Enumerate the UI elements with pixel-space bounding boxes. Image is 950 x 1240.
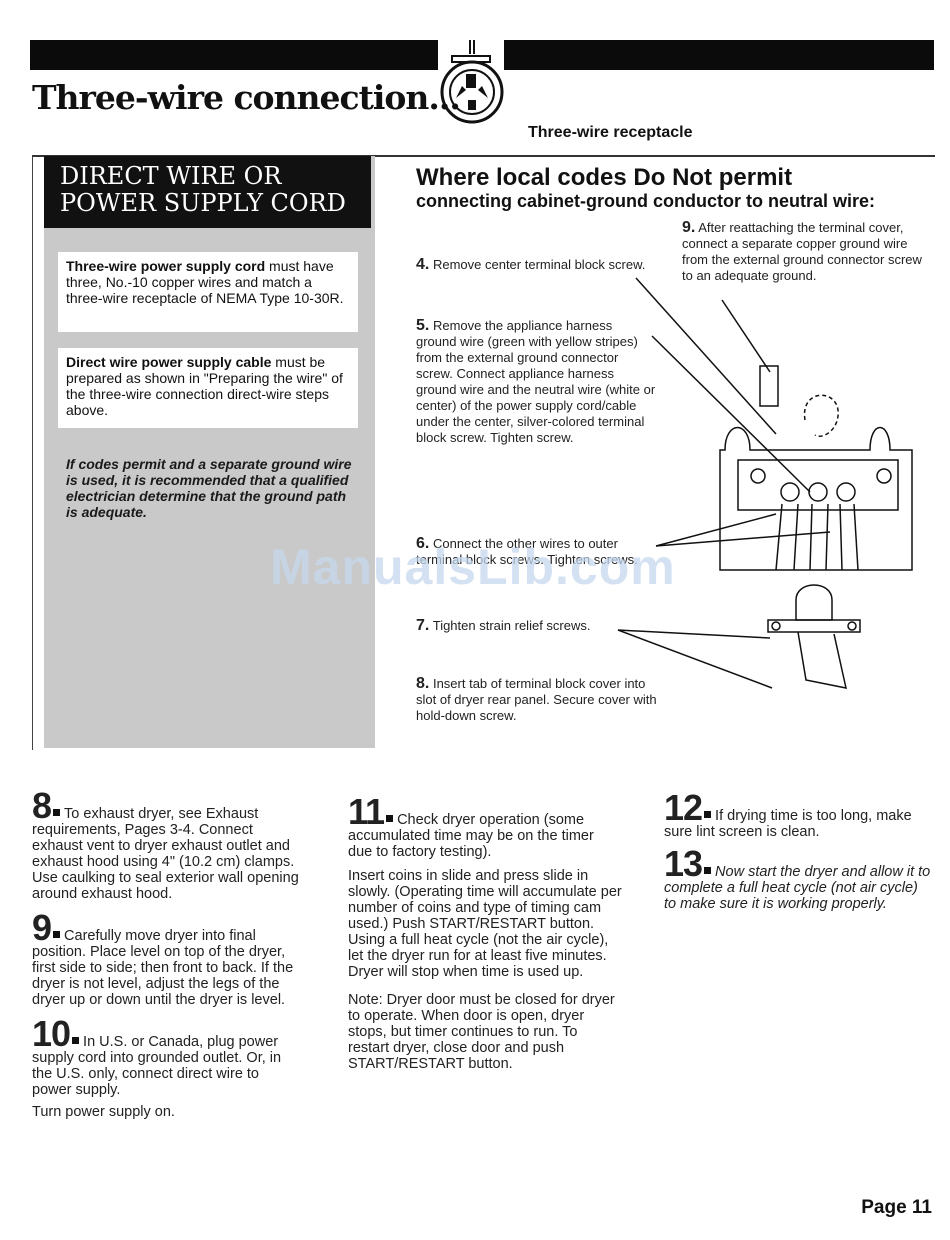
step-number: 7. xyxy=(416,617,430,634)
step-text: Tighten strain relief screws. xyxy=(432,618,591,633)
step-9-number: 9 xyxy=(32,907,52,948)
main-frame xyxy=(32,155,935,750)
step-number: 4. xyxy=(416,256,430,273)
cord-note-text: must have three, No.-10 copper wires and… xyxy=(66,258,344,306)
step-9-text: Carefully move dryer into final position… xyxy=(32,928,294,1008)
step-8-text: To exhaust dryer, see Exhaust requiremen… xyxy=(32,806,299,902)
right-panel-subheading: connecting cabinet-ground conductor to n… xyxy=(416,191,876,211)
watermark: ManualsLib.com xyxy=(270,539,676,595)
step-11-text: Check dryer operation (some accumulated … xyxy=(348,812,594,860)
step-number: 5. xyxy=(416,317,430,334)
step-11-number: 11 xyxy=(348,791,385,832)
step-13-number: 13 xyxy=(664,843,703,884)
step-10-number: 10 xyxy=(32,1013,71,1054)
cable-note-bold: Direct wire power supply cable xyxy=(66,354,272,370)
cable-note: Direct wire power supply cable must be p… xyxy=(58,348,358,428)
step-8-number: 8 xyxy=(32,785,52,826)
square-bullet-icon xyxy=(72,1037,80,1044)
receptacle-caption: Three-wire receptacle xyxy=(528,124,693,141)
square-bullet-icon xyxy=(53,931,61,938)
step-5: 5. Remove the appliance harness ground w… xyxy=(416,318,656,446)
step-number: 9. xyxy=(682,219,696,236)
square-bullet-icon xyxy=(53,809,61,816)
step-13-text: Now start the dryer and allow it to comp… xyxy=(664,864,931,912)
cable-note-text: must be prepared as shown in "Preparing … xyxy=(66,354,343,418)
step-text: Connect the other wires to outer termina… xyxy=(416,536,638,567)
heading-line1: DIRECT WIRE OR xyxy=(60,162,282,190)
step-4: 4. Remove center terminal block screw. xyxy=(416,257,656,273)
step-11-paragraph-2: Insert coins in slide and press slide in… xyxy=(348,868,622,980)
square-bullet-icon xyxy=(704,811,712,818)
step-8: 8. Insert tab of terminal block cover in… xyxy=(416,676,666,724)
left-panel xyxy=(44,156,375,748)
step-10-extra: Turn power supply on. xyxy=(32,1104,175,1120)
ground-warning: If codes permit and a separate ground wi… xyxy=(66,456,352,520)
page-number: Page 11 xyxy=(861,1197,932,1218)
right-panel-heading: Where local codes Do Not permit xyxy=(416,164,793,191)
square-bullet-icon xyxy=(704,867,712,874)
step-7: 7. Tighten strain relief screws. xyxy=(416,618,636,634)
left-panel-heading: DIRECT WIRE OR POWER SUPPLY CORD xyxy=(44,156,371,228)
step-text: Insert tab of terminal block cover into … xyxy=(416,676,657,723)
step-10-text: In U.S. or Canada, plug power supply cor… xyxy=(32,1034,282,1098)
step-text: Remove the appliance harness ground wire… xyxy=(416,318,656,445)
step-number: 8. xyxy=(416,675,430,692)
square-bullet-icon xyxy=(386,815,394,822)
header-bar-right xyxy=(504,40,934,70)
step-text: After reattaching the terminal cover, co… xyxy=(682,220,922,283)
step-text: Remove center terminal block screw. xyxy=(432,257,646,272)
step-12-text: If drying time is too long, make sure li… xyxy=(664,808,912,840)
header-bar-left xyxy=(30,40,438,70)
receptacle-icon xyxy=(440,40,504,124)
cord-note: Three-wire power supply cord must have t… xyxy=(58,252,358,332)
step-9-ground: 9. After reattaching the terminal cover,… xyxy=(682,220,926,284)
page-title: Three-wire connection... xyxy=(32,78,461,117)
terminal-block-diagram xyxy=(617,277,913,689)
step-12-number: 12 xyxy=(664,787,703,828)
step-6: 6. Connect the other wires to outer term… xyxy=(416,536,656,568)
step-11-note: Note: Dryer door must be closed for drye… xyxy=(348,992,615,1072)
cord-note-bold: Three-wire power supply cord xyxy=(66,258,266,274)
step-number: 6. xyxy=(416,535,430,552)
heading-line2: POWER SUPPLY CORD xyxy=(60,189,346,217)
